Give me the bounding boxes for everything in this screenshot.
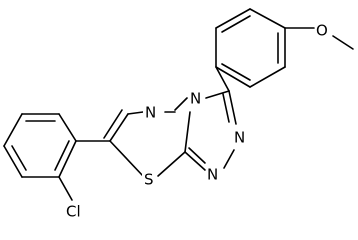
atom-bg <box>143 103 163 121</box>
atom-bg <box>189 89 203 107</box>
bond <box>58 113 77 142</box>
atom-bg <box>315 21 331 39</box>
bond <box>11 145 27 171</box>
atom-labels: N N N N S O Cl <box>65 21 331 221</box>
structure-diagram: N N N N S O Cl <box>3 8 354 221</box>
atom-n-bridge: N <box>190 90 201 108</box>
atom-bg <box>65 202 89 220</box>
bond <box>174 97 188 111</box>
bond <box>3 113 23 147</box>
atom-s: S <box>144 171 154 189</box>
atom-o-methoxy: O <box>316 22 328 40</box>
bond <box>109 140 144 177</box>
bond <box>184 151 206 171</box>
bond <box>109 113 129 142</box>
bond <box>222 93 230 123</box>
atom-bg <box>206 165 220 183</box>
bond <box>228 90 237 125</box>
bond <box>249 8 286 29</box>
atom-cl: Cl <box>66 203 81 221</box>
bond <box>157 151 186 177</box>
atom-bg <box>142 170 156 188</box>
molecule-canvas: N N N N S O Cl <box>3 8 354 221</box>
bond <box>103 109 123 139</box>
bond <box>223 149 235 169</box>
bond <box>188 147 206 164</box>
bonds <box>3 8 354 201</box>
bond <box>58 140 77 178</box>
atom-n-fused: N <box>145 104 156 122</box>
bond <box>215 66 230 92</box>
bond <box>249 66 286 88</box>
bond <box>215 8 251 29</box>
bond <box>3 145 23 178</box>
bond <box>221 15 251 33</box>
bond <box>205 90 230 99</box>
atom-n-triazole-upper: N <box>234 129 245 147</box>
bond <box>215 66 251 88</box>
bond <box>332 35 354 50</box>
bond <box>184 111 191 153</box>
atom-bg <box>232 128 246 146</box>
atom-n-triazole-lower: N <box>207 166 218 184</box>
bond <box>221 63 251 81</box>
bond <box>127 111 144 115</box>
bond <box>54 140 70 171</box>
bond <box>58 176 73 201</box>
